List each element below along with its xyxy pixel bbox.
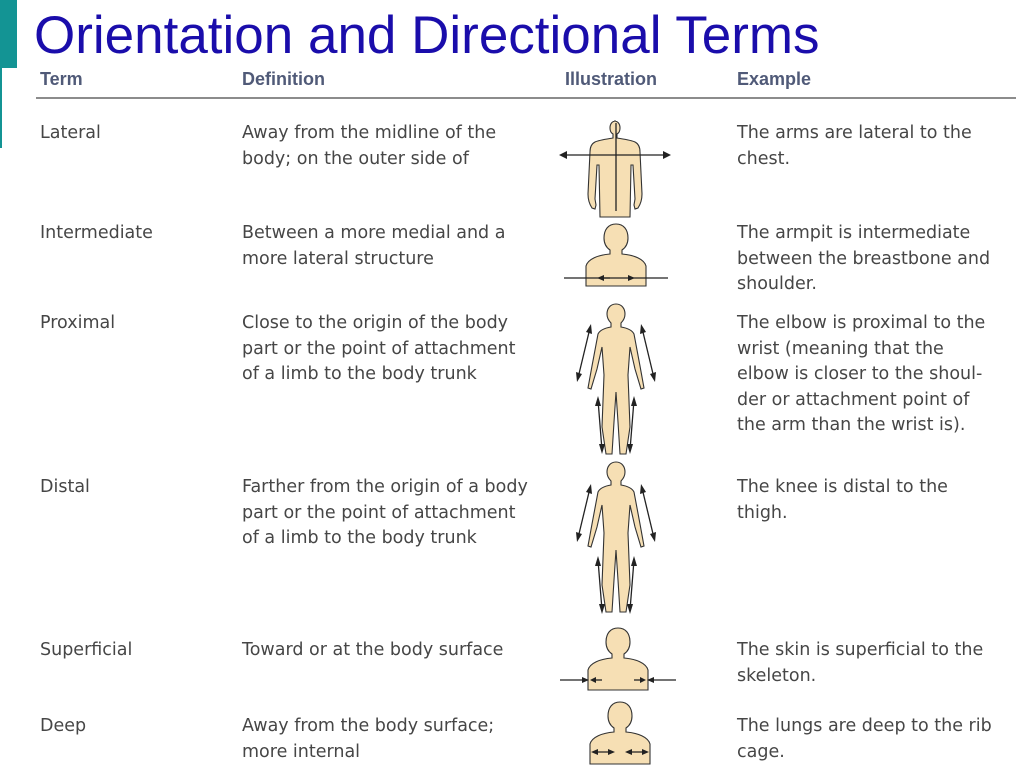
term-cell: Lateral	[40, 123, 101, 143]
definition-cell: Between a more medial and a more lateral…	[242, 223, 506, 269]
definition-cell: Farther from the origin of a body part o…	[242, 477, 528, 548]
header-rule	[36, 97, 1016, 99]
definition-cell: Toward or at the body surface	[242, 640, 504, 660]
term-cell: Distal	[40, 477, 90, 497]
upper-body-lateral-arrows-icon	[555, 115, 675, 218]
bust-superficial-arrows-icon	[558, 626, 678, 694]
example-cell: The lungs are deep to the rib cage.	[737, 716, 992, 762]
full-body-proximal-arrows-icon	[570, 300, 662, 458]
example-cell: The arms are lateral to the chest.	[737, 123, 972, 169]
term-cell: Proximal	[40, 313, 116, 333]
header-illustration: Illustration	[565, 69, 658, 89]
accent-line	[0, 68, 2, 148]
definition-cell: Away from the body surface; more interna…	[242, 716, 495, 762]
term-cell: Deep	[40, 716, 87, 736]
header-example: Example	[737, 69, 812, 89]
header-term: Term	[40, 69, 83, 89]
header-definition: Definition	[242, 69, 325, 89]
bust-deep-arrows-icon	[570, 700, 670, 766]
bust-intermediate-arrows-icon	[560, 222, 672, 292]
example-cell: The skin is superficial to the skeleton.	[737, 640, 984, 686]
term-cell: Superficial	[40, 640, 133, 660]
accent-bar	[0, 0, 17, 68]
definition-cell: Close to the origin of the body part or …	[242, 313, 516, 384]
full-body-distal-arrows-icon	[570, 458, 662, 618]
term-cell: Intermediate	[40, 223, 153, 243]
example-cell: The armpit is intermediate between the b…	[737, 223, 991, 294]
example-cell: The elbow is proximal to the wrist (mean…	[737, 313, 986, 435]
example-cell: The knee is distal to the thigh.	[737, 477, 948, 523]
page-title: Orientation and Directional Terms	[34, 6, 820, 65]
definition-cell: Away from the midline of the body; on th…	[242, 123, 497, 169]
